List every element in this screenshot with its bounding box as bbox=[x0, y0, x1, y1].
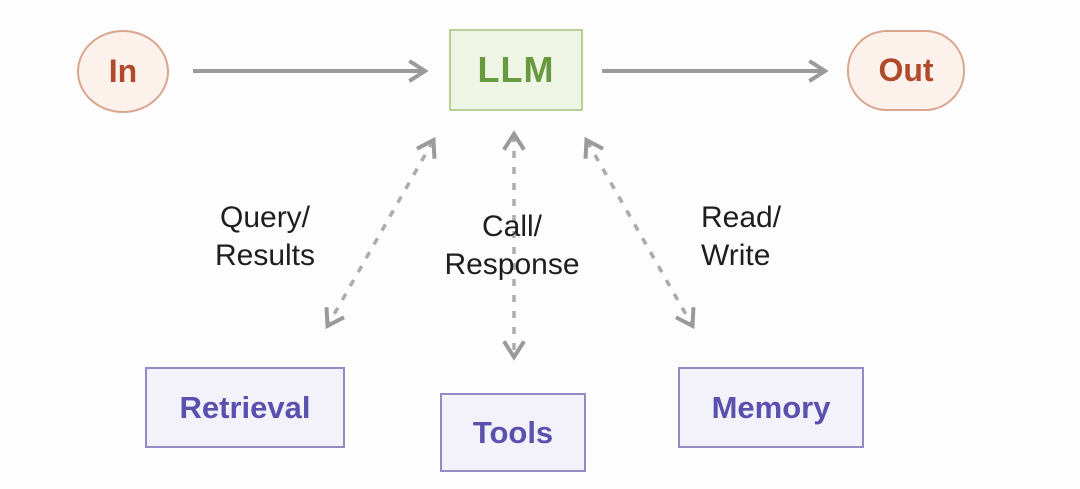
node-memory-label: Memory bbox=[711, 389, 831, 425]
node-retrieval: Retrieval bbox=[145, 367, 345, 448]
edge-label-query-line1: Query/ bbox=[219, 201, 311, 234]
edge-label-read-line1: Read/ bbox=[701, 201, 782, 234]
node-llm-label: LLM bbox=[477, 49, 555, 90]
arrow-llm-memory bbox=[583, 136, 696, 330]
edge-label-query-line2: Results bbox=[214, 239, 316, 272]
edge-label-call-line2: Response bbox=[444, 248, 580, 281]
edge-label-read-line2: Write bbox=[701, 239, 771, 272]
edge-label-call-line1: Call/ bbox=[481, 210, 542, 243]
node-tools-label: Tools bbox=[472, 414, 554, 450]
node-out: Out bbox=[847, 30, 965, 111]
node-in-label: In bbox=[108, 53, 138, 89]
node-retrieval-label: Retrieval bbox=[179, 389, 311, 425]
node-out-label: Out bbox=[878, 52, 934, 88]
node-llm: LLM bbox=[449, 29, 583, 111]
edge-label-call-response: Call/ Response bbox=[412, 208, 612, 284]
arrow-llm-retrieval bbox=[324, 136, 437, 330]
node-memory: Memory bbox=[678, 367, 864, 448]
edge-label-query-results: Query/ Results bbox=[165, 199, 365, 275]
edge-label-read-write: Read/ Write bbox=[701, 199, 781, 275]
node-in: In bbox=[77, 30, 169, 113]
node-tools: Tools bbox=[440, 393, 586, 472]
